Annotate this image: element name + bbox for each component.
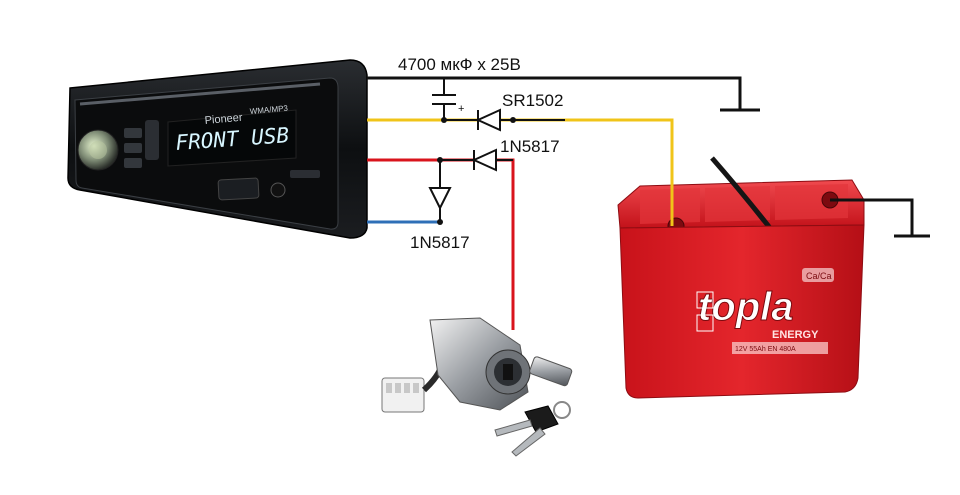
battery-type: Ca/Ca	[806, 271, 832, 281]
radio-button	[124, 128, 142, 138]
diode-low-label: 1N5817	[410, 233, 470, 252]
radio-button	[124, 158, 142, 168]
key-blade	[511, 427, 546, 457]
ignition-switch	[381, 317, 573, 457]
capacitor-label: 4700 мкФ х 25В	[398, 55, 521, 74]
key-blade	[494, 419, 533, 437]
junction-dot	[441, 117, 447, 123]
battery-handle	[710, 156, 772, 230]
battery: topla ENERGY Ca/Ca 12V 55Ah EN 480A	[617, 156, 865, 399]
warning-icon	[696, 291, 714, 309]
battery-subbrand: ENERGY	[772, 329, 819, 341]
radio-button	[290, 170, 320, 178]
aux-jack	[270, 182, 286, 198]
wire-ground	[830, 198, 914, 236]
diode-sr1502	[475, 108, 501, 132]
lcd-display	[167, 109, 297, 167]
car-radio: FRONT USB Pioneer WMA/MP3	[67, 59, 368, 239]
battery-front	[619, 224, 865, 399]
format-label: WMA/MP3	[249, 104, 288, 116]
keys	[494, 401, 571, 457]
cd-slot	[79, 82, 321, 106]
radio-button	[145, 120, 159, 160]
key-head	[524, 405, 559, 433]
usb-port	[217, 177, 260, 201]
junction-dot	[437, 219, 443, 225]
radio-button	[124, 143, 142, 153]
wire-black	[367, 76, 742, 110]
recycle-icon	[696, 314, 714, 332]
diode-1n5817-upper	[471, 148, 497, 172]
capacitor-plus-sign: +	[458, 103, 464, 115]
junction-dot	[510, 117, 516, 123]
key-ring	[553, 401, 571, 419]
diode-1n5817-lower	[428, 187, 452, 211]
battery-brand: topla	[698, 285, 794, 329]
diode-mid-label: 1N5817	[500, 137, 560, 156]
diode-top-label: SR1502	[502, 91, 563, 110]
battery-spec: 12V 55Ah EN 480A	[735, 346, 796, 353]
radio-brand: Pioneer	[204, 112, 243, 127]
capacitor: +	[432, 94, 464, 120]
